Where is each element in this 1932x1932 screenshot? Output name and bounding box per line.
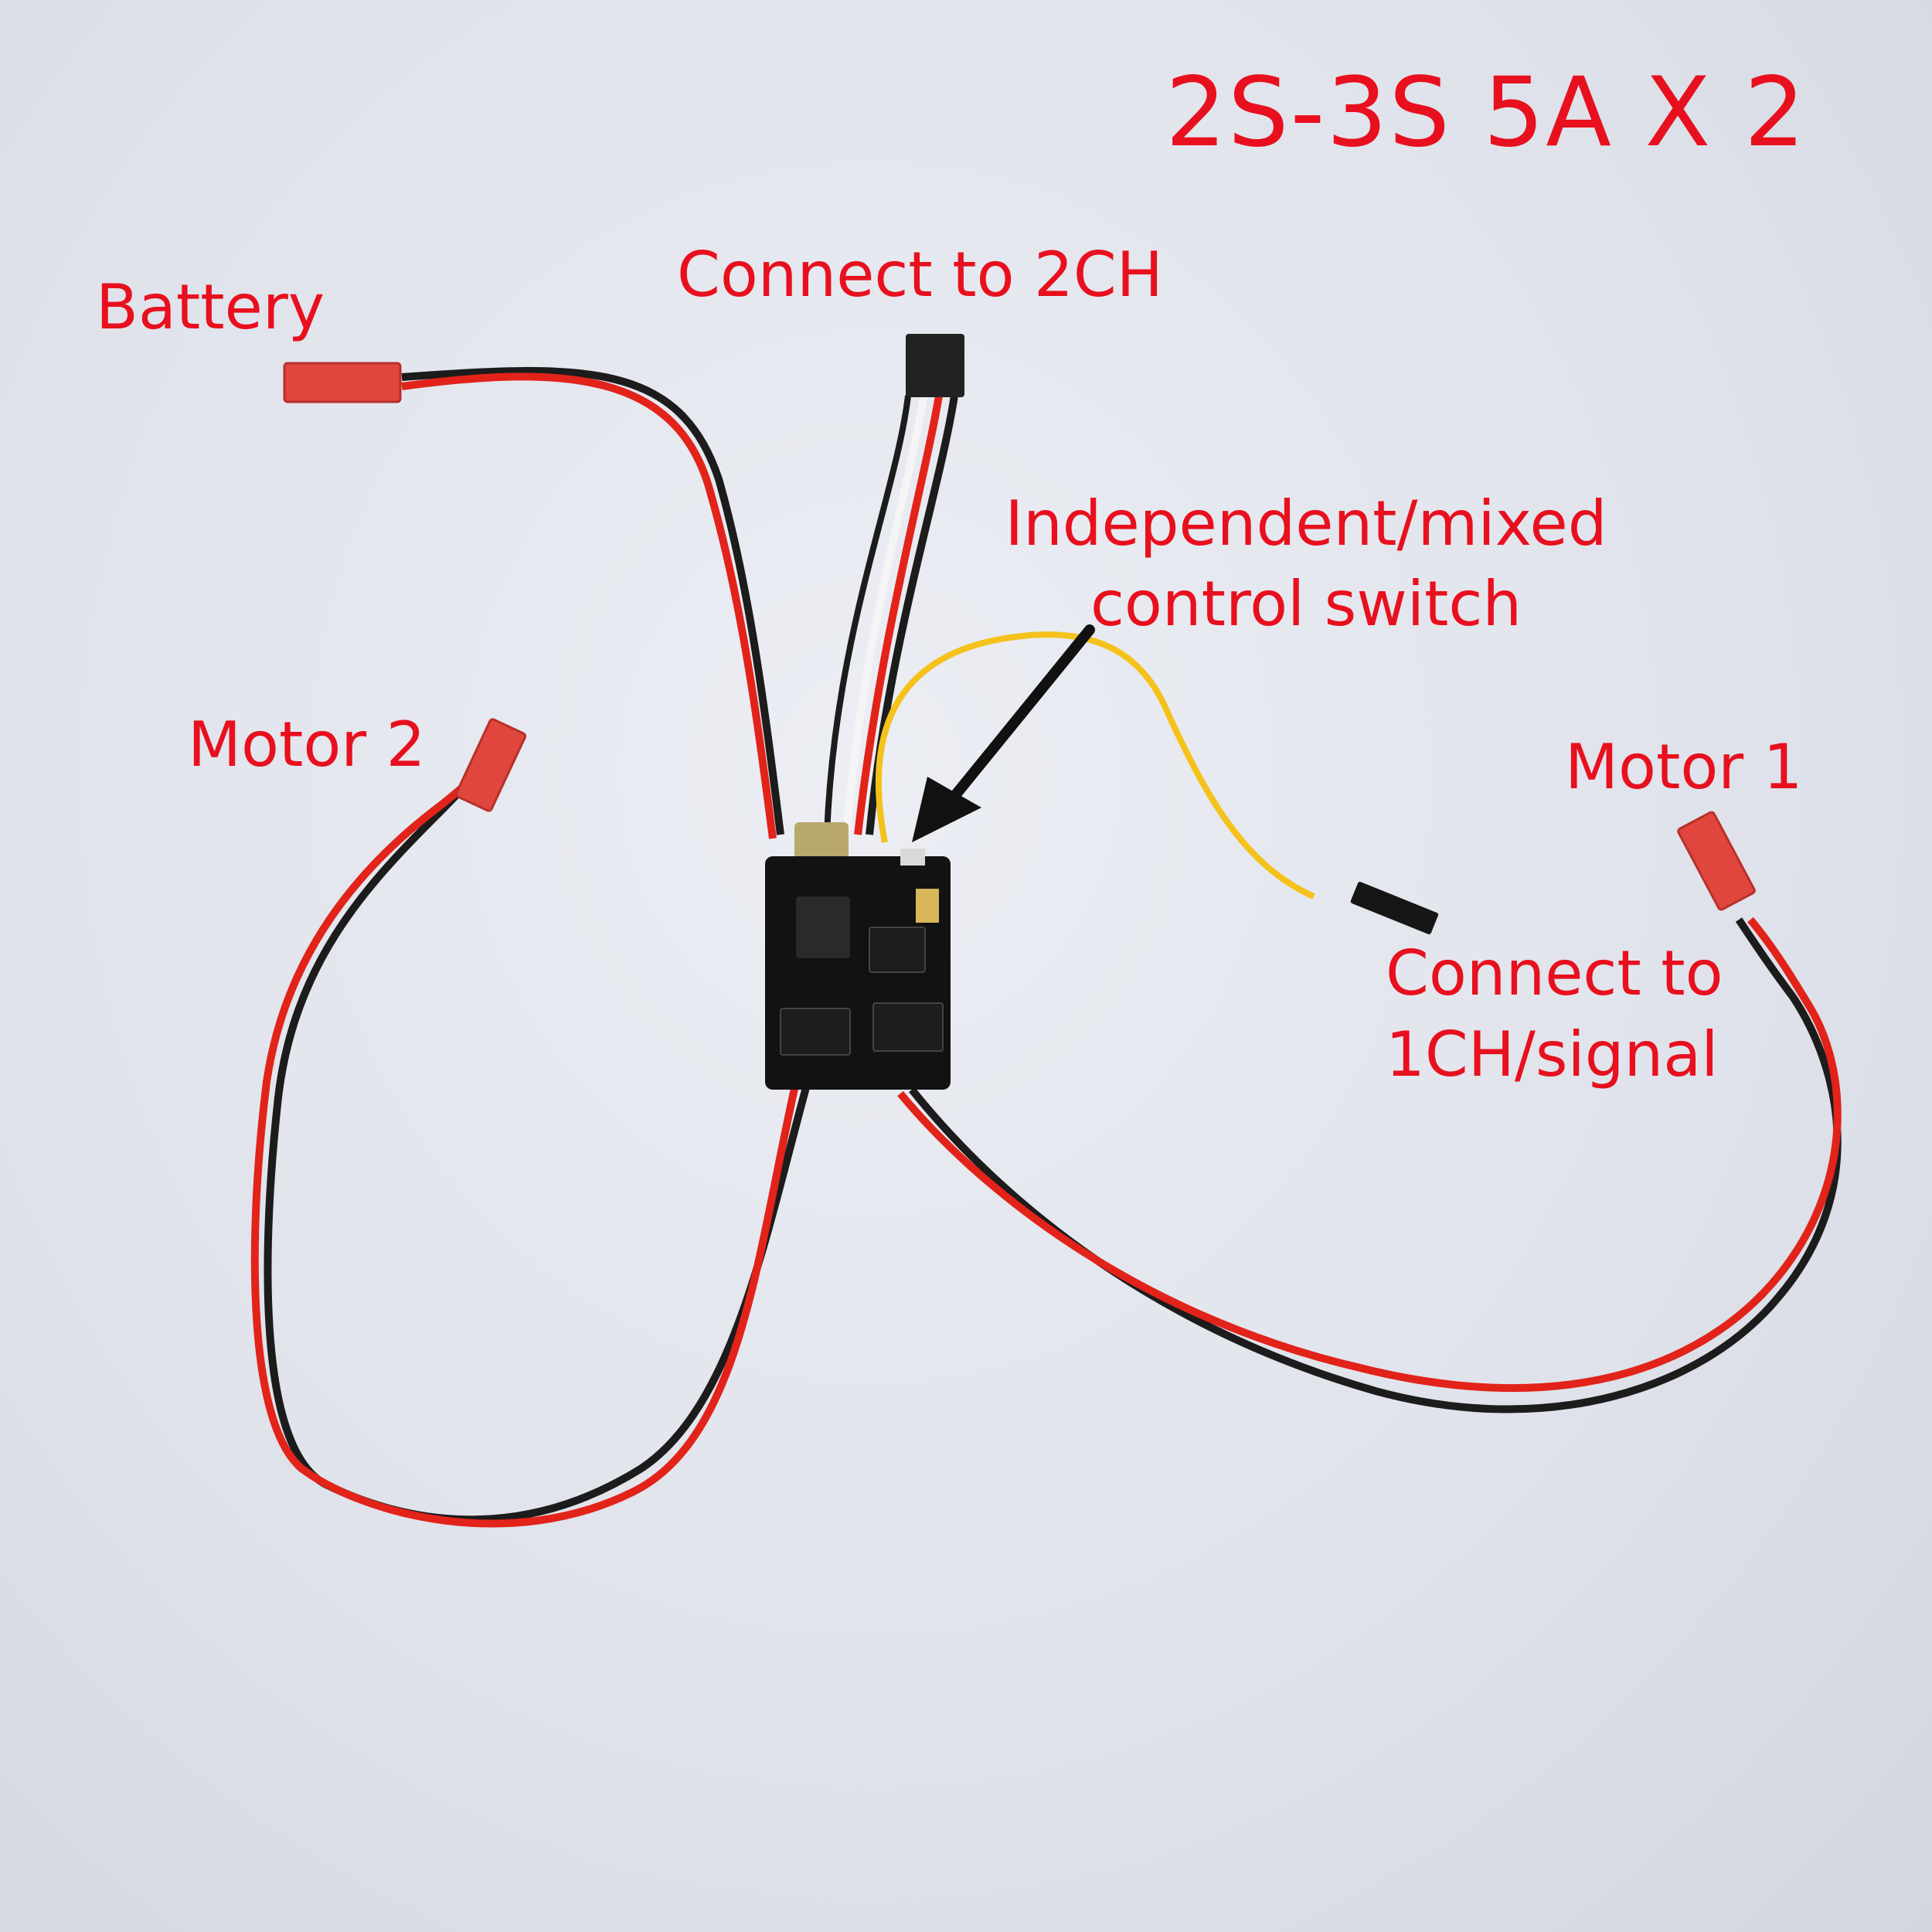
- switch-label-line1: Independent/mixed: [1005, 488, 1607, 560]
- connect-2ch-label: Connect to 2CH: [677, 239, 1163, 311]
- battery-lead: [283, 362, 784, 839]
- motor2-connector: [454, 718, 527, 812]
- servo-connector: [906, 334, 964, 397]
- motor1-label: Motor 1: [1565, 731, 1803, 803]
- dupont-connector: [1350, 882, 1439, 935]
- motor2-label: Motor 2: [188, 709, 426, 781]
- motor1-connector: [1677, 811, 1756, 911]
- product-title: 2S-3S 5A X 2: [1165, 57, 1807, 168]
- switch-label-line2: control switch: [1090, 568, 1522, 640]
- motor1-lead: [897, 811, 1842, 1413]
- battery-connector: [283, 362, 402, 403]
- battery-label: Battery: [96, 271, 325, 343]
- motor2-lead: [250, 718, 811, 1528]
- receiver-2ch-lead: [824, 334, 964, 835]
- connect-1ch-label-line1: Connect to: [1386, 937, 1723, 1009]
- yellow-signal-wire: [875, 631, 1439, 935]
- pcb-controller: [765, 822, 951, 1090]
- switch-arrow-icon: [912, 624, 1095, 842]
- connect-1ch-label-line2: 1CH/signal: [1386, 1019, 1719, 1090]
